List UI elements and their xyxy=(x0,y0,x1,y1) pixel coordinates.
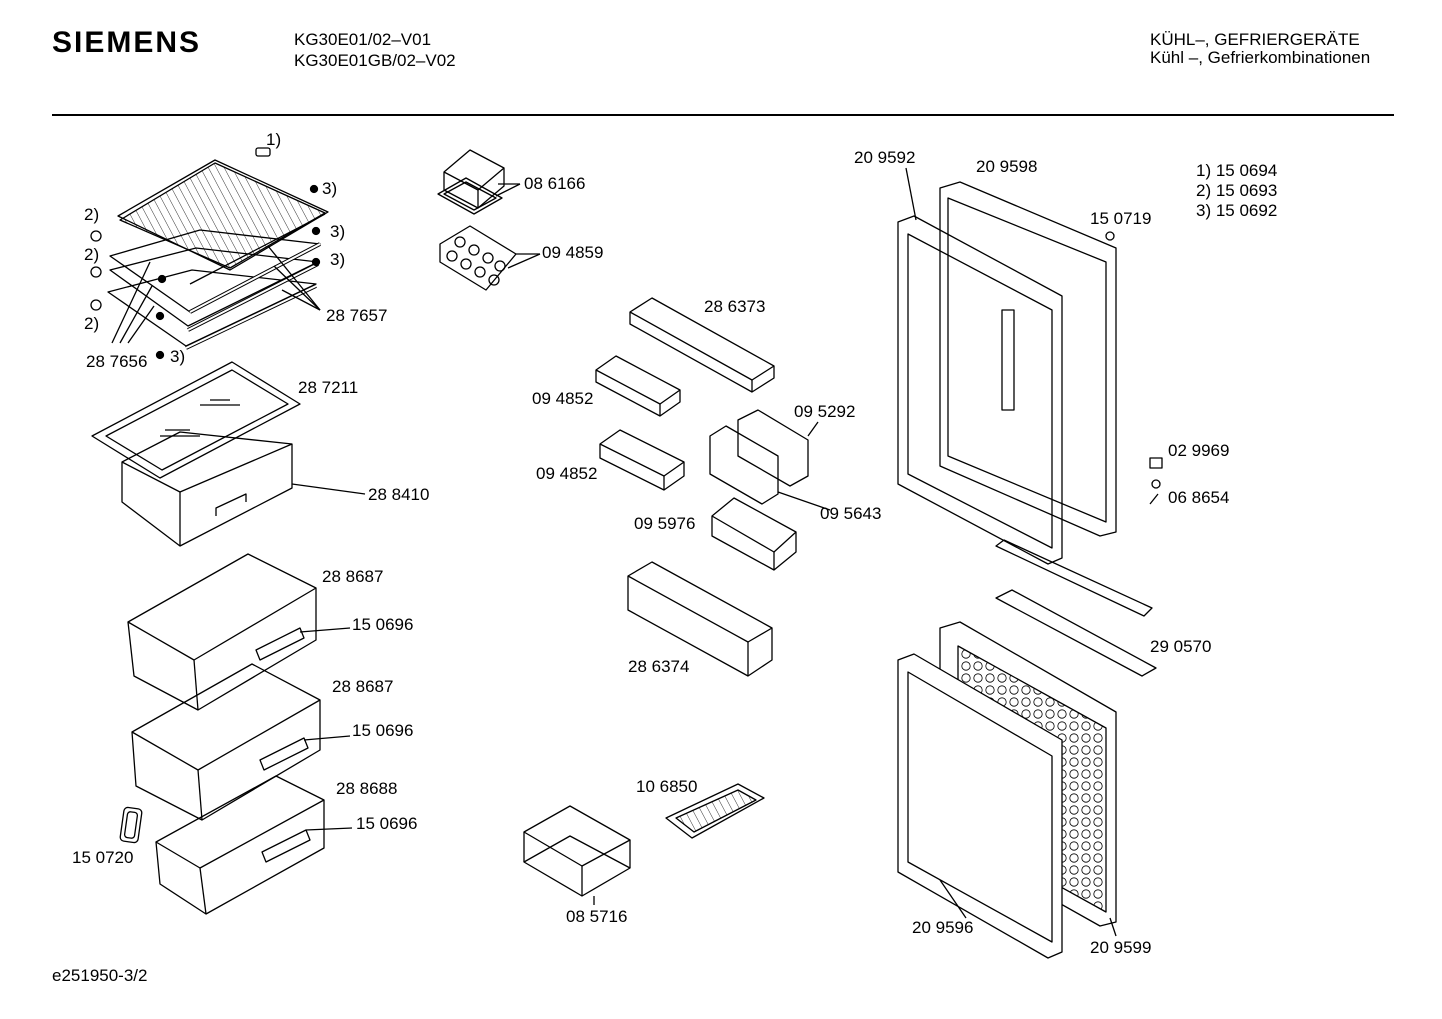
part-number-label: 28 8688 xyxy=(336,779,398,798)
category-subtitle: Kühl –, Gefrierkombinationen xyxy=(1150,48,1371,67)
part-number-label: 20 9599 xyxy=(1090,938,1152,957)
callout-2: 2) xyxy=(84,314,100,333)
part-number-label: 10 6850 xyxy=(636,777,698,796)
part-number-label: 28 6374 xyxy=(628,657,690,676)
header-divider xyxy=(52,114,1394,116)
part-number-label: 28 8687 xyxy=(322,567,384,586)
part-number-label: 09 4859 xyxy=(542,243,604,262)
part-number-label: 09 5976 xyxy=(634,514,696,533)
wire-shelf-top xyxy=(118,160,328,284)
part-number-label: 15 0696 xyxy=(356,814,418,833)
door-hinge-bar xyxy=(996,540,1152,616)
part-number-label: 06 8654 xyxy=(1168,488,1230,507)
fridge-door xyxy=(940,182,1116,536)
crisper-drawer xyxy=(122,432,365,546)
screw-leader xyxy=(1150,494,1158,504)
part-number-label: 09 5292 xyxy=(794,402,856,421)
part-number-label: 29 0570 xyxy=(1150,637,1212,656)
model-number-1: KG30E01/02–V01 xyxy=(294,30,432,49)
vegetable-drawer-3 xyxy=(156,776,352,914)
door-bin-large-top xyxy=(630,298,774,392)
part-number-label: 02 9969 xyxy=(1168,441,1230,460)
vegetable-drawer-2 xyxy=(132,664,350,820)
part-number-label: 15 0719 xyxy=(1090,209,1152,228)
part-number-label: 15 0720 xyxy=(72,848,134,867)
part-number-label: 28 7657 xyxy=(326,306,388,325)
butter-box xyxy=(438,150,520,214)
crisper-cover-glass xyxy=(92,362,300,478)
part-number-label: 15 0696 xyxy=(352,721,414,740)
siemens-logo: SIEMENS xyxy=(52,26,202,59)
part-number-label: 28 6373 xyxy=(704,297,766,316)
door-bin-small-3 xyxy=(712,498,796,570)
part-number-label: 20 9598 xyxy=(976,157,1038,176)
freezer-door-gasket xyxy=(898,654,1116,958)
callout-3: 3) xyxy=(322,179,338,198)
part-number-label: 08 6166 xyxy=(524,174,586,193)
drawing-id: e251950-3/2 xyxy=(52,966,148,985)
part-number-label: 28 8687 xyxy=(332,677,394,696)
callout-3: 3) xyxy=(330,222,346,241)
callout-3: 3) xyxy=(170,347,186,366)
fridge-door-gasket xyxy=(898,168,1062,564)
door-bin-small-2 xyxy=(600,430,684,490)
egg-tray xyxy=(440,226,540,290)
part-number-label: 20 9592 xyxy=(854,148,916,167)
part-number-label: 09 4852 xyxy=(532,389,594,408)
part-number-label: 09 4852 xyxy=(536,464,598,483)
part-number-label: 28 7656 xyxy=(86,352,148,371)
door-bin-small-1 xyxy=(596,356,680,416)
category-title: KÜHL–, GEFRIERGERÄTE xyxy=(1150,30,1360,49)
callout-2: 2) xyxy=(84,245,100,264)
ice-cube-tray xyxy=(666,784,764,838)
bottle-holder-pair xyxy=(710,410,830,510)
legend-item: 1) 15 0694 xyxy=(1196,161,1278,180)
door-stop-parts xyxy=(1106,232,1162,488)
legend-item: 2) 15 0693 xyxy=(1196,181,1278,200)
vegetable-drawer-1 xyxy=(128,554,350,710)
callout-3: 3) xyxy=(330,250,346,269)
callout-2: 2) xyxy=(84,205,100,224)
door-bin-large-bottom xyxy=(628,562,772,676)
callout-1: 1) xyxy=(266,130,282,149)
legend-item: 3) 15 0692 xyxy=(1196,201,1278,220)
model-number-2: KG30E01GB/02–V02 xyxy=(294,51,456,70)
part-number-label: 08 5716 xyxy=(566,907,628,926)
drawer-handle-part xyxy=(120,807,143,843)
freezer-flap xyxy=(996,590,1156,676)
cold-packs xyxy=(524,806,630,905)
shelf-leaders xyxy=(112,246,320,343)
part-number-label: 20 9596 xyxy=(912,918,974,937)
part-number-label: 15 0696 xyxy=(352,615,414,634)
shelf-clips xyxy=(91,148,320,359)
part-number-label: 28 8410 xyxy=(368,485,430,504)
part-number-label: 09 5643 xyxy=(820,504,882,523)
part-number-label: 28 7211 xyxy=(298,378,359,397)
